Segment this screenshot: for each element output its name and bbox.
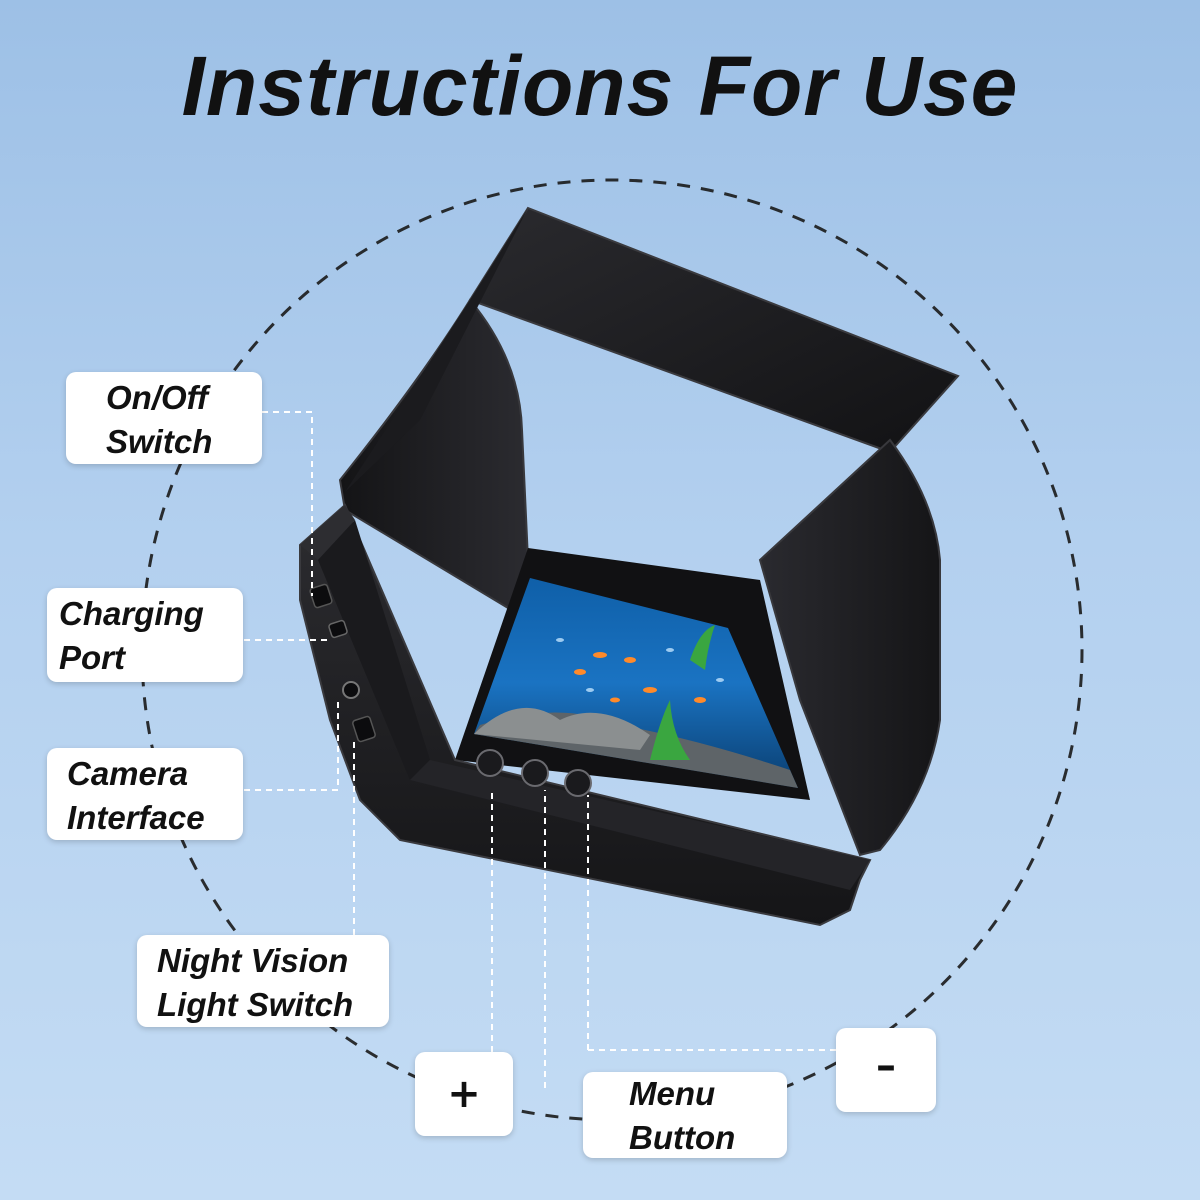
callout-plus: + — [415, 1052, 513, 1136]
night-vision-switch — [352, 715, 376, 743]
sunshade-right-flap — [758, 438, 941, 857]
callout-camera-interface: Camera Interface — [47, 748, 243, 840]
camera-interface-port — [342, 681, 360, 699]
callout-night-vision-line2: Light Switch — [157, 986, 354, 1023]
sunshade-hood-top — [468, 206, 960, 454]
callout-charging-line2: Port — [59, 639, 125, 676]
callout-on-off-switch: On/Off Switch — [66, 372, 262, 464]
plus-button-shape — [476, 749, 504, 777]
callout-camera-line1: Camera — [67, 755, 189, 792]
callout-on-off-line1: On/Off — [106, 379, 209, 416]
minus-button-shape — [564, 769, 592, 797]
leader-lines — [244, 411, 838, 1088]
charging-port — [328, 619, 348, 639]
device-body — [299, 503, 872, 927]
callout-on-off-line2: Switch — [106, 423, 213, 460]
callout-charging-line1: Charging — [59, 595, 204, 632]
callout-menu-button: Menu Button — [583, 1072, 787, 1158]
on-off-switch — [309, 583, 333, 609]
page-title: Instructions For Use — [181, 39, 1019, 133]
menu-button-shape — [521, 759, 549, 787]
callout-menu-line2: Button — [629, 1119, 736, 1156]
callout-night-vision: Night Vision Light Switch — [137, 935, 389, 1027]
callout-charging-port: Charging Port — [47, 588, 243, 682]
callout-menu-line1: Menu — [629, 1075, 716, 1112]
callout-camera-line2: Interface — [67, 799, 205, 836]
callout-night-vision-line1: Night Vision — [157, 942, 349, 979]
callout-minus: – — [836, 1028, 936, 1112]
